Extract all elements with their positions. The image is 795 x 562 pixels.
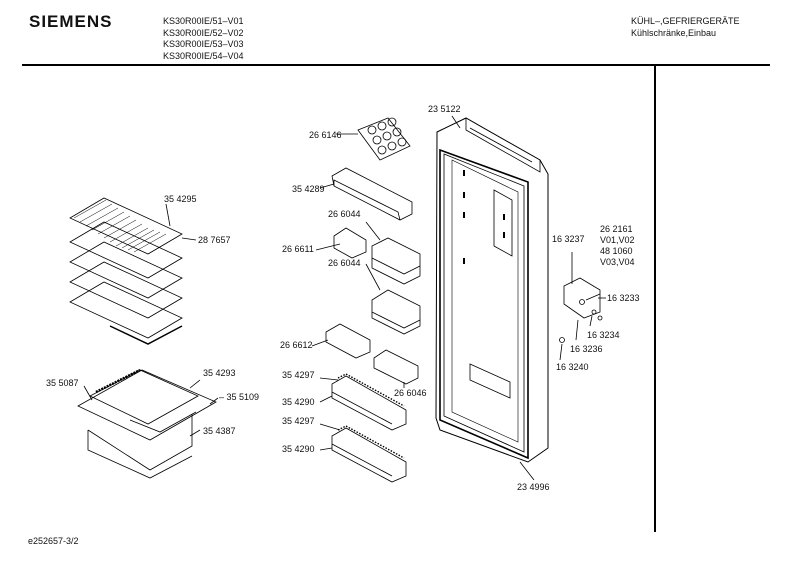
small-box-drawing	[315, 221, 421, 335]
part-label: V01,V02	[600, 235, 635, 245]
part-label: 23 4996	[517, 482, 550, 492]
part-label: 16 3237	[552, 234, 585, 244]
side-rule	[654, 66, 656, 532]
part-label: – 35 5109	[219, 392, 260, 402]
model-number: KS30R00IE/53–V03	[163, 39, 244, 49]
part-label: 16 3233	[607, 293, 640, 303]
glass-shelves-drawing	[69, 197, 197, 345]
bottle-shelf-drawing	[319, 373, 407, 483]
door-shelf-drawing	[319, 167, 413, 221]
part-label: 16 3236	[570, 344, 603, 354]
category-title: KÜHL–,GEFRIERGERÄTE	[631, 16, 740, 26]
part-label: 35 4293	[203, 368, 236, 378]
part-label: 35 4289	[292, 184, 325, 194]
part-label: 28 7657	[198, 235, 231, 245]
category-subtitle: Kühlschränke,Einbau	[631, 27, 717, 38]
part-label: 26 6612	[280, 340, 313, 350]
part-label: 26 6044	[328, 258, 361, 268]
part-label: 35 4295	[164, 194, 197, 204]
egg-tray-drawing	[336, 117, 411, 161]
part-label: 35 5087	[46, 378, 79, 388]
model-number: KS30R00IE/52–V02	[163, 27, 244, 38]
part-label: 35 4290	[282, 397, 315, 407]
hinge-drawing	[559, 252, 606, 361]
part-label: 26 2161	[600, 224, 633, 234]
category-block: KÜHL–,GEFRIERGERÄTE Kühlschränke,Einbau	[631, 16, 740, 39]
butter-shelf-drawing	[311, 323, 419, 388]
part-label: 26 6044	[328, 209, 361, 219]
part-label: 35 4297	[282, 416, 315, 426]
model-number: KS30R00IE/51–V01	[163, 16, 244, 26]
part-label: 35 4297	[282, 370, 315, 380]
brand-logo: SIEMENS	[29, 12, 113, 31]
header-rule	[22, 64, 770, 66]
model-list: KS30R00IE/51–V01 KS30R00IE/52–V02 KS30R0…	[163, 16, 244, 62]
door-drawing	[435, 117, 549, 463]
part-label: 48 1060	[600, 246, 633, 256]
part-label: 26 6146	[309, 130, 342, 140]
part-label: 35 4290	[282, 444, 315, 454]
part-label: 26 6611	[282, 244, 314, 254]
part-label: 35 4387	[203, 426, 236, 436]
model-number: KS30R00IE/54–V04	[163, 50, 244, 61]
part-label: 26 6046	[394, 388, 427, 398]
part-label: 16 3234	[587, 330, 620, 340]
part-label: 23 5122	[428, 104, 461, 114]
part-label: V03,V04	[600, 257, 635, 267]
document-id: e252657-3/2	[28, 536, 79, 546]
part-label: 16 3240	[556, 362, 589, 372]
crisper-drawer-drawing	[77, 368, 219, 479]
